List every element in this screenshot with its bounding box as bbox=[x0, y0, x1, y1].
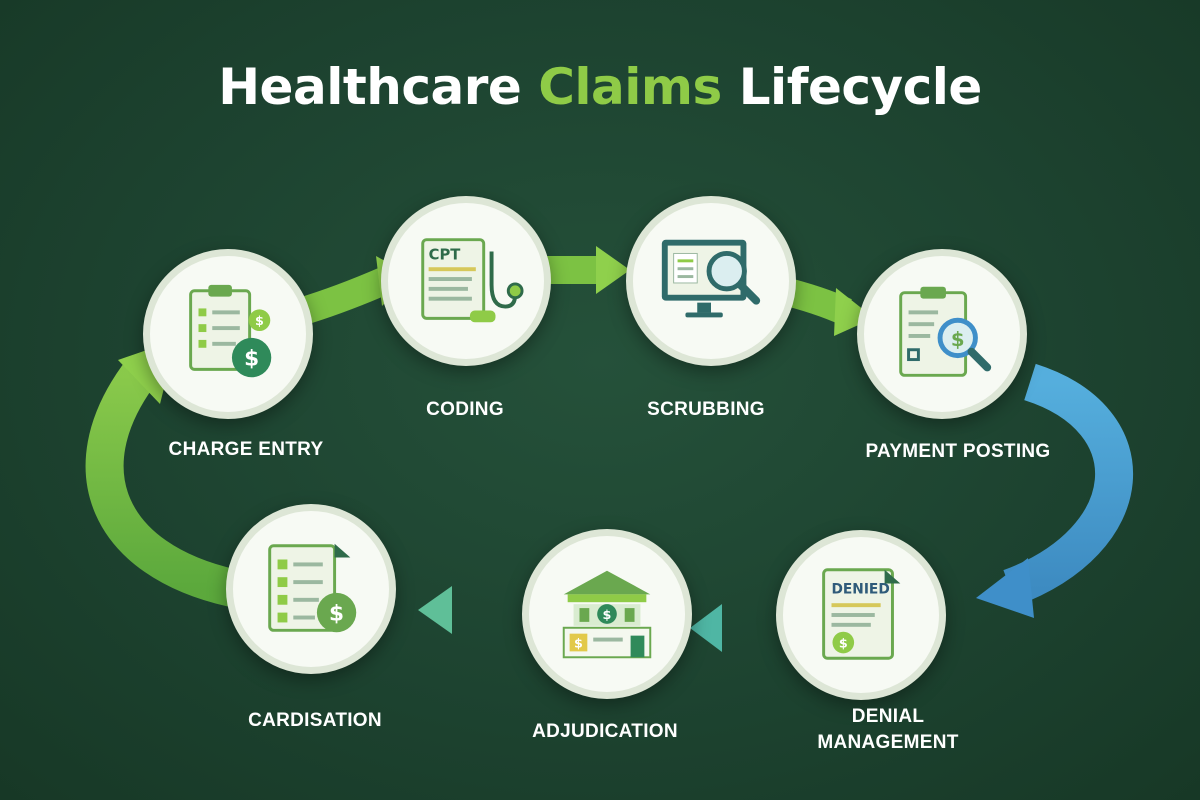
cpt-stethoscope-icon: CPT bbox=[421, 238, 524, 323]
svg-text:DENIED: DENIED bbox=[832, 581, 890, 597]
step-node-adjudication: $ $ bbox=[522, 529, 692, 699]
clipboard-dollar-icon: $ $ bbox=[189, 284, 272, 378]
step-node-payment-posting: $ bbox=[857, 249, 1027, 419]
svg-text:$: $ bbox=[839, 636, 848, 651]
right-loop-arrowhead bbox=[976, 558, 1034, 618]
title-part-2: Lifecycle bbox=[721, 58, 983, 116]
svg-text:$: $ bbox=[255, 314, 264, 329]
svg-text:CPT: CPT bbox=[429, 246, 461, 263]
step-label-payment-posting: PAYMENT POSTING bbox=[865, 441, 1051, 462]
step-node-scrubbing bbox=[626, 196, 796, 366]
svg-text:$: $ bbox=[244, 346, 259, 371]
arrowhead-coding-to-scrubbing bbox=[596, 246, 630, 294]
arrowhead-scrubbing-to-payment bbox=[834, 288, 874, 336]
denied-document-icon: DENIED $ bbox=[822, 568, 901, 660]
arrow-charge-to-coding bbox=[295, 267, 392, 326]
step-node-denial-management: DENIED $ bbox=[776, 530, 946, 700]
svg-text:$: $ bbox=[574, 636, 583, 651]
checklist-dollar-icon: $ bbox=[268, 543, 357, 633]
step-node-coding: CPT bbox=[381, 196, 551, 366]
step-node-charge-entry: $ $ bbox=[143, 249, 313, 419]
title-accent: Claims bbox=[538, 58, 722, 116]
arrowhead-denial-to-adjudication bbox=[690, 604, 722, 652]
svg-text:$: $ bbox=[603, 608, 612, 623]
page-title: Healthcare Claims Lifecycle bbox=[0, 58, 1200, 116]
monitor-magnifier-icon bbox=[661, 239, 761, 318]
svg-text:$: $ bbox=[951, 328, 965, 351]
bank-building-icon: $ $ bbox=[562, 570, 652, 659]
step-label-adjudication: ADJUDICATION bbox=[532, 721, 678, 742]
svg-text:$: $ bbox=[329, 601, 344, 626]
arrowhead-adjudication-to-cardisation bbox=[418, 586, 452, 634]
right-loop-arrow bbox=[1003, 363, 1133, 606]
left-loop-arrow bbox=[85, 364, 237, 607]
clipboard-magnifier-dollar-icon: $ bbox=[899, 286, 992, 377]
step-label-scrubbing: SCRUBBING bbox=[647, 399, 765, 420]
step-label-charge-entry: CHARGE ENTRY bbox=[168, 439, 324, 460]
title-part-1: Healthcare bbox=[218, 58, 539, 116]
step-label-cardisation: CARDISATION bbox=[248, 710, 382, 731]
step-node-cardisation: $ bbox=[226, 504, 396, 674]
step-label-coding: CODING bbox=[426, 399, 504, 420]
